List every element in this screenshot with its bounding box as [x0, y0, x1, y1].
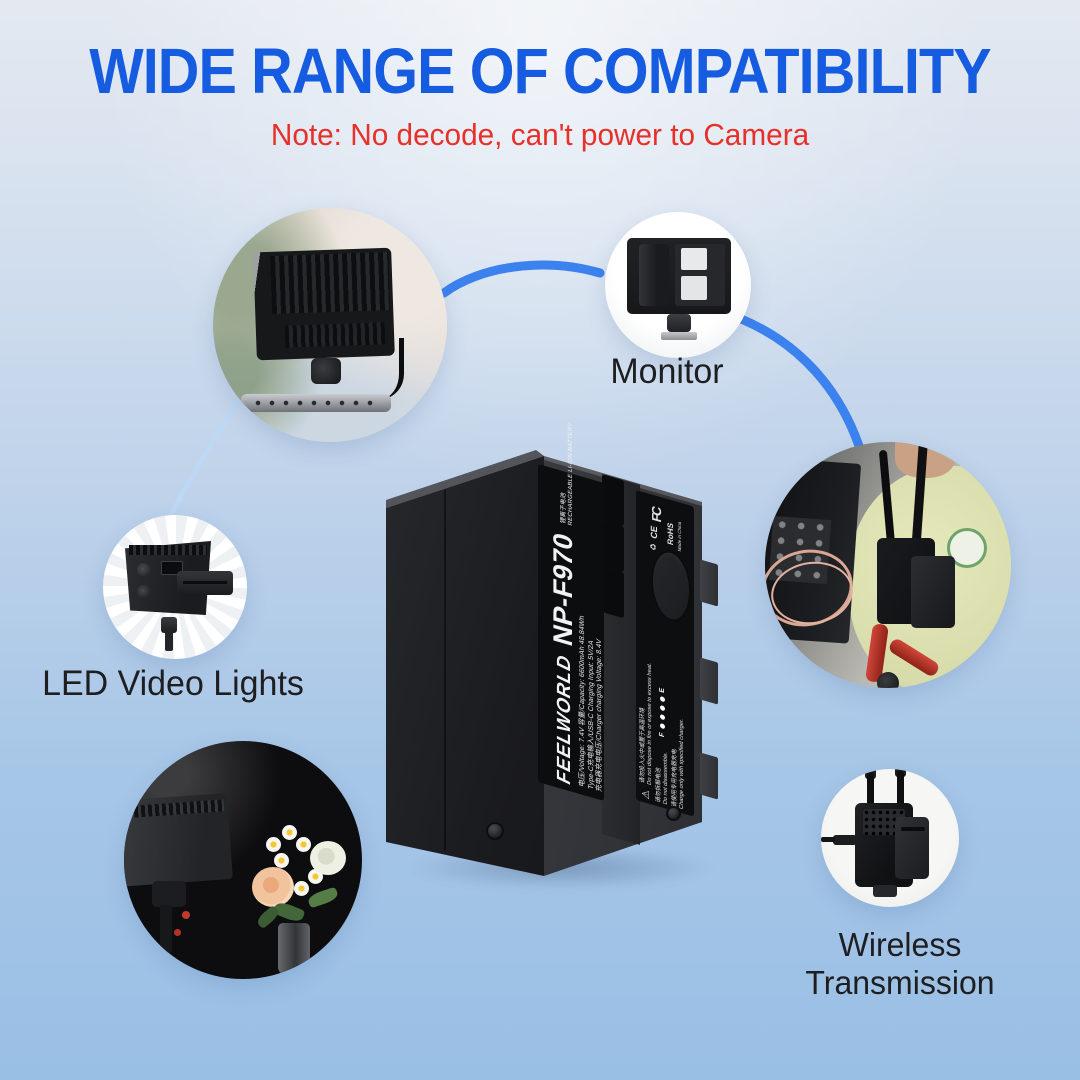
- arm-knob: [877, 672, 899, 688]
- monitor-cable: [373, 338, 404, 400]
- cold-shoe: [661, 332, 697, 340]
- gauge-dot: [660, 696, 665, 703]
- light-stand: [160, 905, 172, 953]
- arc-monitor-to-wireless-rig: [717, 307, 867, 460]
- photo-monitor-small: [605, 212, 751, 358]
- photo-wireless-rig-person: [765, 442, 1011, 688]
- battery-mount-channel: [602, 474, 640, 845]
- audio-plug: [833, 835, 857, 845]
- mount-slot: [602, 520, 624, 573]
- ce-mark: CE: [648, 524, 659, 540]
- battery-model: NP-F970: [548, 529, 578, 650]
- warning-triangle-icon: ⚠: [640, 788, 652, 801]
- monitor-cooling-fins-lower: [284, 322, 386, 348]
- battery-edge-notch: [700, 657, 718, 705]
- photo-wireless-transmitter: [821, 769, 959, 907]
- battery-warning-label: ♻ CE FC RoHS Made in China ⚠ 请勿投入火中或置于高温…: [636, 490, 694, 817]
- control-knob: [137, 585, 151, 599]
- gauge-full-mark: F: [659, 731, 666, 739]
- battery-rail-slot: [183, 581, 227, 584]
- battery-screw: [666, 806, 681, 821]
- fcc-mark: FC: [648, 506, 664, 524]
- tilt-head: [152, 881, 186, 907]
- attached-battery: [639, 244, 669, 306]
- stand-rail-holes: [251, 398, 381, 408]
- white-rose: [310, 841, 346, 875]
- wireless-label-line1: Wireless: [838, 926, 962, 963]
- battery-edge-notch: [700, 559, 718, 607]
- page-title: WIDE RANGE OF COMPATIBILITY: [89, 35, 991, 107]
- warning-fire-en: Do not dispose in fire or expose to exce…: [646, 661, 653, 786]
- monitor-cooling-fins: [270, 251, 390, 315]
- mount-block: [161, 617, 177, 633]
- cable: [821, 837, 835, 842]
- gauge-dot: [660, 705, 665, 712]
- battery-main-label: FEELWORLD NP-F970 锂离子电池 RECHARGEABLE LI-…: [538, 422, 604, 801]
- photo-monitor-on-stand: [213, 208, 447, 442]
- attached-battery: [911, 556, 955, 628]
- peach-rose: [252, 867, 294, 907]
- glass-vase: [278, 923, 310, 975]
- ball-head-mount: [311, 358, 341, 384]
- mount-base: [873, 885, 897, 897]
- daisy-flower: [274, 853, 289, 868]
- battery-spec-voltage: 电压/Voltage: 7.4V 容量/Capacity: 6600mAh 48…: [579, 614, 586, 788]
- warning-charger-en: Charge only with specified charger.: [678, 717, 685, 810]
- arc-monitor-large-to-led: [169, 401, 239, 517]
- mount-knob: [667, 314, 691, 332]
- battery-seam: [444, 489, 446, 851]
- page-note: Note: No decode, can't power to Camera: [270, 117, 810, 152]
- rohs-mark: RoHS: [665, 521, 675, 546]
- red-knob: [174, 929, 181, 936]
- monitor-label: Monitor: [610, 352, 724, 391]
- battery-screw: [486, 822, 504, 840]
- daisy-flower: [282, 825, 297, 840]
- battery-left-face: [386, 456, 544, 876]
- battery-type-en: RECHARGEABLE LI-ION BATTERY: [567, 421, 574, 527]
- arc-monitor-large-to-small: [439, 260, 605, 298]
- battery-edge-notch: [700, 752, 718, 800]
- mount-slot: [602, 566, 624, 619]
- mount-slot: [602, 474, 624, 527]
- label-sticker: [681, 276, 707, 300]
- label-sticker: [681, 248, 707, 270]
- warning-disassemble-en: Do not disassemble.: [662, 751, 669, 806]
- daisy-flower: [266, 837, 281, 852]
- led-panel-fins: [129, 545, 207, 555]
- photo-led-panel: [103, 515, 247, 659]
- battery-spec-charger: 充电器充电电压/Charger charging Voltage: 8.4V: [596, 638, 603, 793]
- battery-brand: FEELWORLD: [554, 652, 575, 787]
- wireless-label-line2: Transmission: [805, 964, 995, 1001]
- red-knob: [182, 911, 190, 919]
- control-knob: [137, 563, 151, 577]
- battery-product: FEELWORLD NP-F970 锂离子电池 RECHARGEABLE LI-…: [386, 422, 720, 890]
- gauge-dot: [660, 723, 665, 730]
- wireless-label: Wireless Transmission: [784, 926, 1017, 1002]
- battery-gauge: F E: [659, 687, 666, 738]
- battery-spec-input: Type-C充电输入/USB-C Charging Input: 5V/2A: [587, 639, 595, 791]
- daisy-flower: [296, 837, 311, 852]
- photo-led-light-flowers: [124, 741, 362, 979]
- antenna: [897, 771, 904, 807]
- gauge-dot: [660, 714, 665, 721]
- leaf: [254, 904, 282, 930]
- antenna: [867, 773, 874, 807]
- stand-pole: [165, 631, 173, 651]
- led-lights-label: LED Video Lights: [42, 664, 304, 703]
- gauge-empty-mark: E: [659, 687, 666, 694]
- leaf: [306, 886, 340, 909]
- battery-rail-slot: [901, 827, 925, 831]
- sweater-badge: [947, 528, 987, 568]
- daisy-flower: [294, 881, 309, 896]
